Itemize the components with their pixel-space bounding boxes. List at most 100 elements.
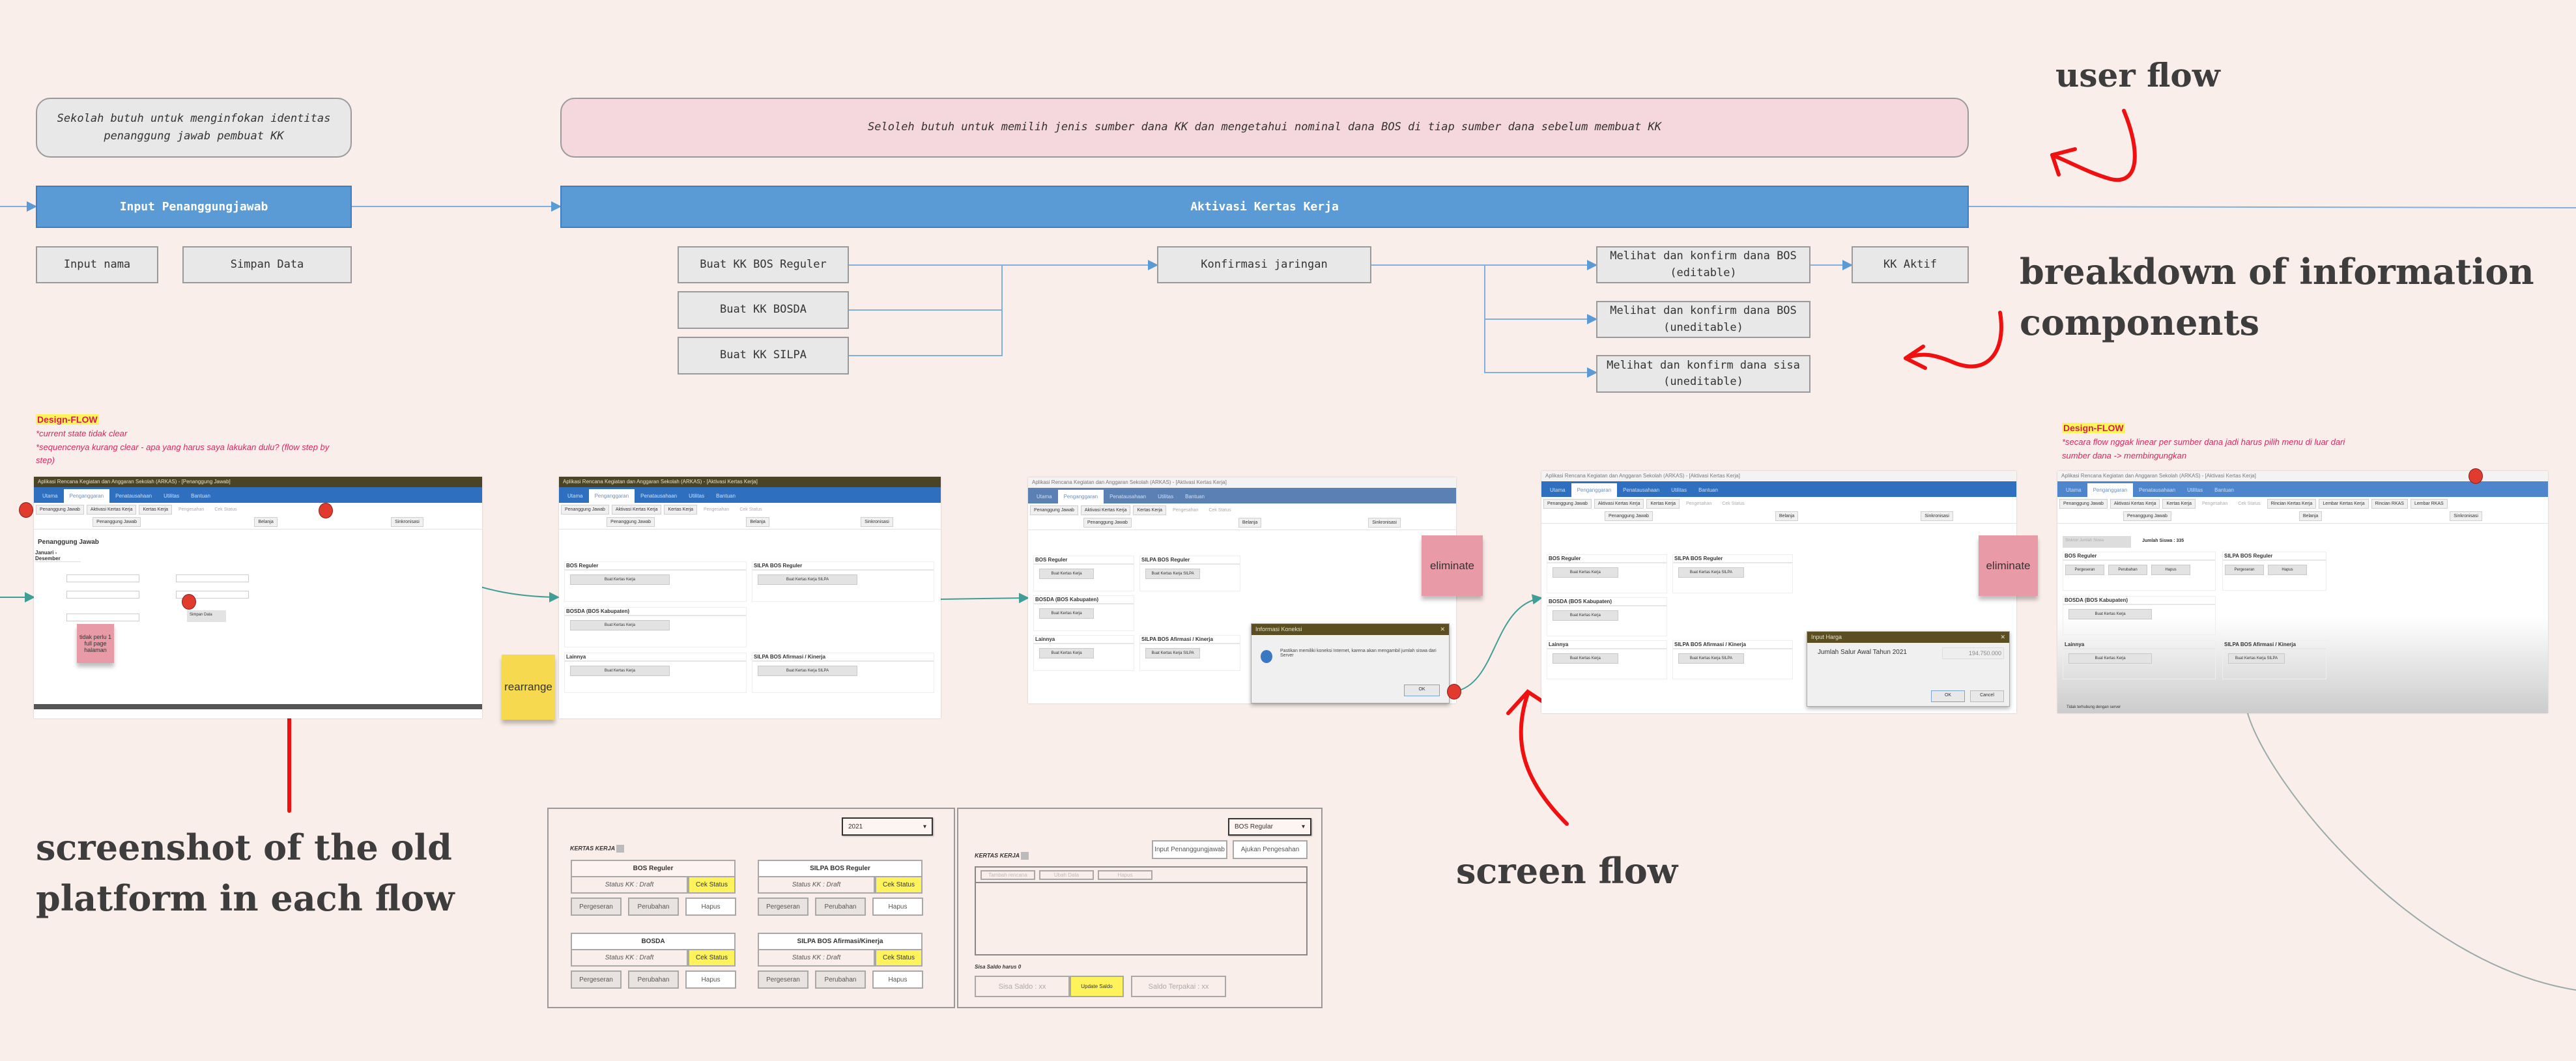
card-action-1[interactable]: Perubahan — [628, 970, 679, 989]
tab-bantuan[interactable]: Bantuan — [2214, 487, 2234, 493]
ribbon-button-2[interactable]: Kertas Kerja — [139, 505, 173, 515]
ribbon-button-3[interactable]: Pengesahan — [1686, 502, 1712, 506]
ribbon-button-3[interactable]: Pengesahan — [704, 507, 730, 512]
ribbon-button-0[interactable]: Penanggung Jawab — [2059, 499, 2108, 509]
buat-kertas-kerja-button[interactable]: Buat Kertas Kerja — [1039, 608, 1095, 619]
ribbon-button-1[interactable]: Aktivasi Kertas Kerja — [1594, 499, 1644, 509]
tab-utama[interactable]: Utama — [42, 493, 58, 499]
tab-penganggaran[interactable]: Penganggaran — [63, 489, 110, 503]
buat-kertas-kerja-button[interactable]: Buat Kertas Kerja SILPA — [1145, 569, 1201, 579]
buat-kertas-kerja-button[interactable]: Buat Kertas Kerja — [1553, 610, 1618, 621]
amount-input[interactable]: 194.750.000 — [1942, 647, 2004, 659]
ribbon-extra-button[interactable]: Rincian RKAS — [2371, 499, 2408, 509]
ribbon-extra-button[interactable]: Lembar Kertas Kerja — [2319, 499, 2369, 509]
form-input[interactable] — [66, 574, 139, 582]
tab-utama[interactable]: Utama — [567, 493, 583, 499]
ribbon-button-0[interactable]: Penanggung Jawab — [561, 505, 609, 515]
ribbon-button-0[interactable]: Penanggung Jawab — [36, 505, 84, 515]
buat-kertas-kerja-button[interactable]: Buat Kertas Kerja SILPA — [1678, 653, 1744, 664]
buat-kertas-kerja-button[interactable]: Buat Kertas Kerja — [570, 666, 670, 676]
cek-status-button[interactable]: Cek Status — [875, 949, 923, 967]
ajukan-pengesahan-button[interactable]: Ajukan Pengesahan — [1233, 840, 1308, 859]
ribbon-button-1[interactable]: Aktivasi Kertas Kerja — [2110, 499, 2160, 509]
ribbon-button-0[interactable]: Penanggung Jawab — [1030, 505, 1078, 515]
year-dropdown[interactable]: 2021▾ — [842, 817, 933, 836]
ribbon-button-3[interactable]: Pengesahan — [2202, 502, 2228, 506]
ribbon-button-4[interactable]: Cek Status — [2238, 502, 2261, 506]
simpan-data-button[interactable]: Simpan Data — [187, 610, 226, 622]
tab-penatausahaan[interactable]: Penatausahaan — [2139, 487, 2176, 493]
tab-bantuan[interactable]: Bantuan — [1698, 487, 1718, 493]
ribbon-extra-button[interactable]: Lembar RKAS — [2410, 499, 2448, 509]
tab-utilitas[interactable]: Utilitas — [164, 493, 180, 499]
buat-kertas-kerja-button[interactable]: Buat Kertas Kerja SILPA — [758, 574, 857, 585]
ok-button[interactable]: OK — [1931, 690, 1965, 702]
ribbon-button-2[interactable]: Kertas Kerja — [1646, 499, 1680, 509]
card-action-0[interactable]: Pergeseran — [758, 970, 809, 989]
buat-kertas-kerja-button[interactable]: Buat Kertas Kerja SILPA — [2228, 653, 2285, 664]
tab-utama[interactable]: Utama — [1037, 494, 1052, 500]
action-button[interactable]: Hapus — [2151, 565, 2190, 575]
buat-kertas-kerja-button[interactable]: Buat Kertas Kerja — [2068, 609, 2153, 619]
update-saldo-button[interactable]: Update Saldo — [1070, 976, 1124, 997]
card-action-2[interactable]: Hapus — [872, 898, 923, 916]
ribbon-extra-button[interactable]: Rincian Kertas Kerja — [2267, 499, 2317, 509]
tab-utilitas[interactable]: Utilitas — [689, 493, 705, 499]
action-button[interactable]: Hapus — [2268, 565, 2307, 575]
action-button[interactable]: Pergeseran — [2225, 565, 2264, 575]
buat-kertas-kerja-button[interactable]: Buat Kertas Kerja SILPA — [1145, 648, 1201, 658]
tab-utama[interactable]: Utama — [2066, 487, 2082, 493]
tab-utama[interactable]: Utama — [1550, 487, 1566, 493]
tab-penatausahaan[interactable]: Penatausahaan — [1623, 487, 1660, 493]
buat-kertas-kerja-button[interactable]: Buat Kertas Kerja — [2068, 653, 2153, 664]
buat-kertas-kerja-button[interactable]: Buat Kertas Kerja — [1553, 653, 1618, 664]
buat-kertas-kerja-button[interactable]: Buat Kertas Kerja SILPA — [758, 666, 857, 676]
tab-penganggaran[interactable]: Penganggaran — [2087, 483, 2134, 497]
tab-bantuan[interactable]: Bantuan — [716, 493, 736, 499]
source-dropdown[interactable]: BOS Regular▾ — [1228, 818, 1311, 836]
action-button[interactable]: Perubahan — [2108, 565, 2147, 575]
buat-kertas-kerja-button[interactable]: Buat Kertas Kerja — [1039, 648, 1095, 658]
ubah-data-button[interactable]: Ubah Data — [1039, 870, 1094, 880]
ribbon-button-2[interactable]: Kertas Kerja — [1133, 505, 1167, 515]
tab-penganggaran[interactable]: Penganggaran — [1057, 490, 1104, 503]
form-input[interactable] — [66, 591, 139, 599]
card-action-1[interactable]: Perubahan — [815, 898, 866, 916]
close-icon[interactable]: ✕ — [1440, 626, 1445, 632]
ribbon-button-3[interactable]: Pengesahan — [1173, 508, 1199, 513]
action-button[interactable]: Pergeseran — [2065, 565, 2104, 575]
ribbon-button-4[interactable]: Cek Status — [1722, 502, 1745, 506]
tab-utilitas[interactable]: Utilitas — [2187, 487, 2203, 493]
ribbon-button-1[interactable]: Aktivasi Kertas Kerja — [611, 505, 662, 515]
ribbon-button-3[interactable]: Pengesahan — [179, 507, 205, 512]
tambah-rencana-button[interactable]: Tambah rencana — [980, 870, 1035, 880]
ribbon-button-4[interactable]: Cek Status — [1209, 508, 1231, 513]
form-input[interactable] — [176, 574, 249, 582]
cek-status-button[interactable]: Cek Status — [875, 876, 923, 894]
hapus-button[interactable]: Hapus — [1098, 870, 1152, 880]
buat-kertas-kerja-button[interactable]: Buat Kertas Kerja — [570, 620, 670, 630]
tab-bantuan[interactable]: Bantuan — [1185, 494, 1205, 500]
ribbon-button-4[interactable]: Cek Status — [214, 507, 237, 512]
ribbon-button-2[interactable]: Kertas Kerja — [664, 505, 698, 515]
tab-penganggaran[interactable]: Penganggaran — [1571, 483, 1618, 497]
ribbon-button-4[interactable]: Cek Status — [739, 507, 762, 512]
ribbon-button-1[interactable]: Aktivasi Kertas Kerja — [86, 505, 137, 515]
ok-button[interactable]: OK — [1404, 685, 1440, 696]
sync-students-button[interactable]: Sinkron Jumlah Siswa — [2063, 536, 2131, 548]
ribbon-button-1[interactable]: Aktivasi Kertas Kerja — [1080, 505, 1131, 515]
card-action-1[interactable]: Perubahan — [815, 970, 866, 989]
tab-utilitas[interactable]: Utilitas — [1671, 487, 1687, 493]
buat-kertas-kerja-button[interactable]: Buat Kertas Kerja — [1039, 569, 1095, 579]
tab-penatausahaan[interactable]: Penatausahaan — [640, 493, 678, 499]
close-icon[interactable]: ✕ — [2000, 634, 2005, 640]
cancel-button[interactable]: Cancel — [1970, 690, 2004, 702]
card-action-2[interactable]: Hapus — [685, 970, 736, 989]
ribbon-button-0[interactable]: Penanggung Jawab — [1543, 499, 1592, 509]
tab-penatausahaan[interactable]: Penatausahaan — [1109, 494, 1147, 500]
buat-kertas-kerja-button[interactable]: Buat Kertas Kerja — [1553, 567, 1618, 578]
tab-utilitas[interactable]: Utilitas — [1158, 494, 1174, 500]
input-penanggungjawab-button[interactable]: Input Penanggungjawab — [1152, 840, 1227, 859]
tab-bantuan[interactable]: Bantuan — [191, 493, 210, 499]
card-action-0[interactable]: Pergeseran — [571, 970, 622, 989]
